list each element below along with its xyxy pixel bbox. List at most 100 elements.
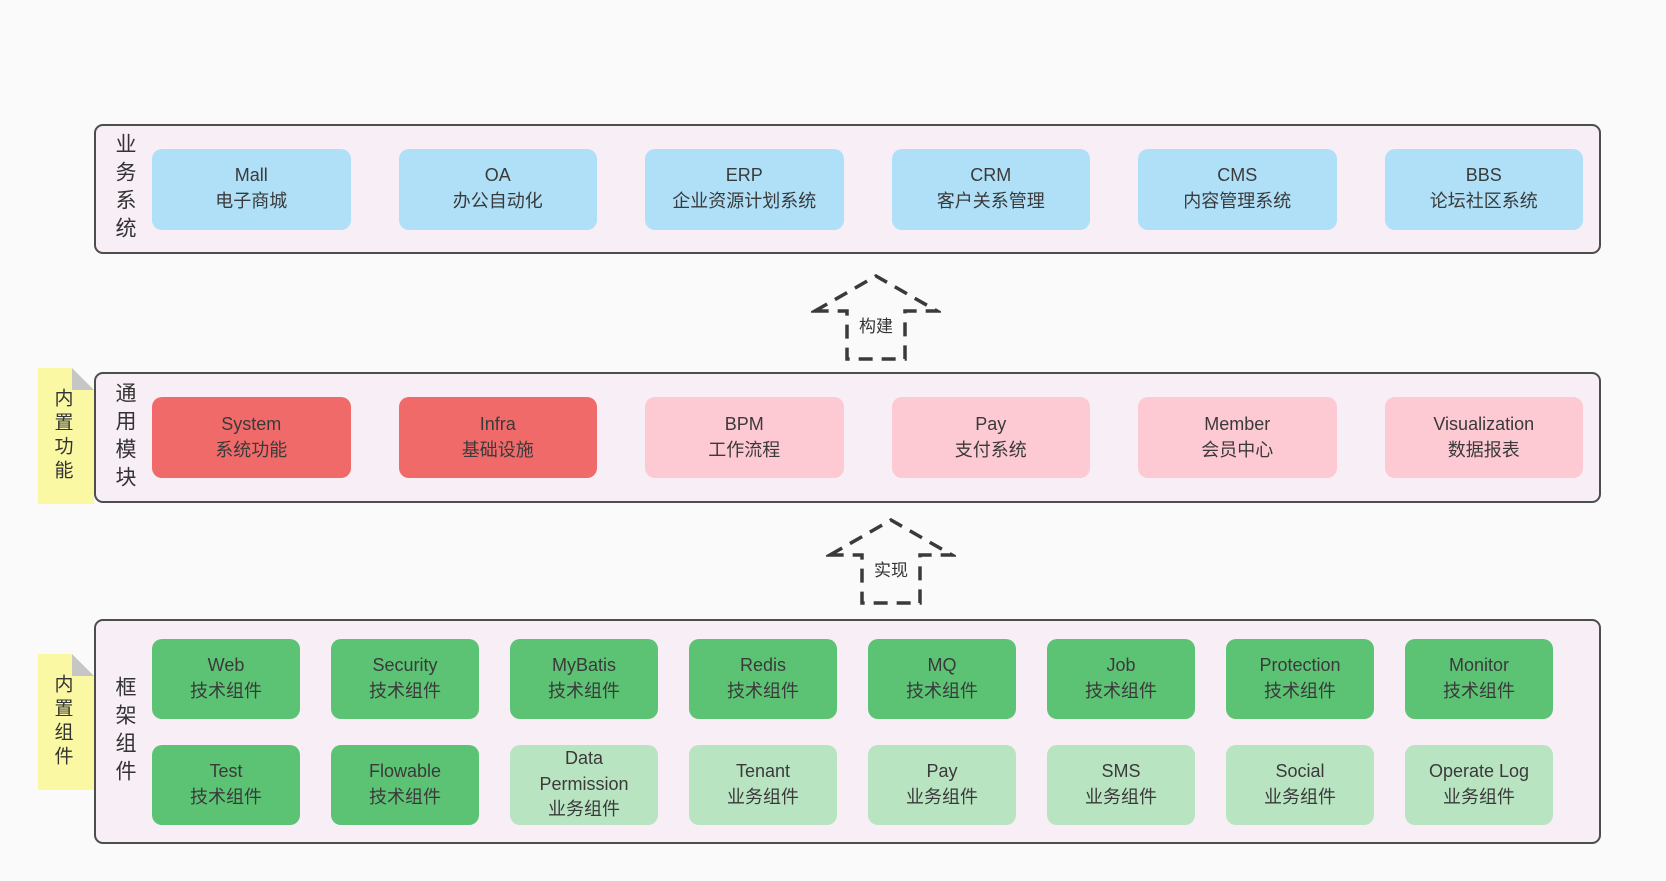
component-box-web: Web 技术组件 [152, 638, 300, 719]
box-title: System [221, 413, 282, 434]
box-subtitle: 会员中心 [1201, 439, 1274, 460]
system-box-oa: OA 办公自动化 [398, 148, 597, 230]
box-title: Web [207, 654, 245, 675]
box-title: CRM [970, 165, 1012, 186]
box-subtitle: 内容管理系统 [1183, 191, 1292, 211]
note-text: 内置组件 [51, 674, 73, 770]
sticky-note-built-in-components: 内置组件 [38, 654, 94, 790]
box-title: Mall [234, 165, 268, 186]
box-subtitle: 业务组件 [727, 786, 799, 807]
box-title: Job [1106, 654, 1136, 675]
box-title: Protection [1259, 654, 1341, 675]
box-subtitle: 技术组件 [727, 680, 799, 701]
component-box-tenant: Tenant 业务组件 [689, 744, 837, 825]
box-title: BBS [1465, 165, 1502, 186]
component-box-protection: Protection 技术组件 [1226, 638, 1374, 719]
box-title: OA [484, 165, 511, 186]
note-fold-icon [72, 368, 94, 390]
box-title: Operate Log [1428, 760, 1530, 781]
business-boxes-row: Mall 电子商城 OA 办公自动化 ERP 企业资源计划系统 CRM 客户关系… [152, 148, 1599, 230]
box-subtitle: 技术组件 [548, 680, 620, 701]
box-subtitle: 技术组件 [1264, 680, 1336, 701]
band-side-label: 通用模块 [113, 381, 136, 494]
box-title: Pay [926, 760, 958, 781]
module-box-infra: Infra 基础设施 [398, 397, 597, 478]
arrow-label: 实现 [870, 555, 912, 582]
box-subtitle: 技术组件 [1443, 680, 1515, 701]
component-box-mq: MQ 技术组件 [868, 638, 1016, 719]
band-framework-components: 框架组件 Web 技术组件 Security 技术组件 MyBatis 技术组件… [94, 619, 1601, 844]
system-box-bbs: BBS 论坛社区系统 [1384, 148, 1583, 230]
box-subtitle: 论坛社区系统 [1429, 191, 1538, 211]
band-business-systems: 业务系统 Mall 电子商城 OA 办公自动化 ERP 企业资源计划系统 CRM… [94, 124, 1601, 254]
component-boxes-grid: Web 技术组件 Security 技术组件 MyBatis 技术组件 Redi… [152, 638, 1599, 825]
box-subtitle: 技术组件 [369, 786, 441, 807]
box-subtitle: 技术组件 [906, 680, 978, 701]
component-box-pay: Pay 业务组件 [868, 744, 1016, 825]
component-box-social: Social 业务组件 [1226, 744, 1374, 825]
box-subtitle: 电子商城 [215, 191, 288, 211]
box-subtitle: 基础设施 [461, 439, 534, 460]
note-text: 内置功能 [51, 388, 73, 484]
box-subtitle: 客户关系管理 [936, 191, 1045, 211]
module-boxes-row: System 系统功能 Infra 基础设施 BPM 工作流程 Pay 支付系统… [152, 397, 1599, 478]
box-subtitle: 数据报表 [1447, 439, 1520, 460]
box-subtitle: 企业资源计划系统 [672, 191, 817, 211]
box-subtitle: 业务组件 [1264, 786, 1336, 807]
dashed-arrow-implement: 实现 [826, 515, 956, 607]
box-subtitle: 技术组件 [1085, 680, 1157, 701]
box-title: CMS [1217, 165, 1258, 186]
system-box-crm: CRM 客户关系管理 [891, 148, 1090, 230]
box-title: Monitor [1448, 654, 1510, 675]
system-box-mall: Mall 电子商城 [152, 148, 351, 230]
module-box-member: Member 会员中心 [1138, 397, 1337, 478]
system-box-cms: CMS 内容管理系统 [1138, 148, 1337, 230]
module-box-system: System 系统功能 [152, 397, 351, 478]
box-subtitle: 技术组件 [190, 680, 262, 701]
dashed-arrow-build: 构建 [811, 271, 941, 363]
component-box-security: Security 技术组件 [331, 638, 479, 719]
component-box-operate-log: Operate Log 业务组件 [1405, 744, 1553, 825]
box-title: Security [372, 654, 438, 675]
box-title: Visualization [1433, 413, 1535, 434]
box-title: BPM [724, 413, 764, 434]
box-subtitle: 业务组件 [1085, 786, 1157, 807]
box-title: SMS [1101, 760, 1141, 781]
arrow-label: 构建 [855, 311, 897, 338]
component-box-flowable: Flowable 技术组件 [331, 744, 479, 825]
box-subtitle: 业务组件 [548, 799, 620, 820]
module-box-pay: Pay 支付系统 [891, 397, 1090, 478]
component-box-data-permission: Data Permission 业务组件 [510, 744, 658, 825]
module-box-visualization: Visualization 数据报表 [1384, 397, 1583, 478]
box-title: Flowable [368, 760, 442, 781]
box-title: Tenant [735, 760, 791, 781]
box-title: Social [1275, 760, 1325, 781]
box-subtitle: 技术组件 [369, 680, 441, 701]
box-subtitle: 工作流程 [708, 439, 781, 460]
sticky-note-built-in-functions: 内置功能 [38, 368, 94, 504]
system-box-erp: ERP 企业资源计划系统 [645, 148, 844, 230]
box-subtitle: 技术组件 [190, 786, 262, 807]
component-row-1: Web 技术组件 Security 技术组件 MyBatis 技术组件 Redi… [152, 638, 1553, 719]
box-title: Member [1204, 413, 1271, 434]
box-title: Redis [739, 654, 787, 675]
component-box-monitor: Monitor 技术组件 [1405, 638, 1553, 719]
box-title: Test [209, 760, 243, 781]
component-box-mybatis: MyBatis 技术组件 [510, 638, 658, 719]
band-side-label: 业务系统 [113, 133, 136, 245]
box-title: Infra [479, 413, 516, 434]
component-box-test: Test 技术组件 [152, 744, 300, 825]
box-title: MyBatis [551, 654, 616, 675]
component-box-redis: Redis 技术组件 [689, 638, 837, 719]
box-title: Pay [975, 413, 1007, 434]
component-row-2: Test 技术组件 Flowable 技术组件 Data Permission … [152, 744, 1553, 825]
box-subtitle: 业务组件 [906, 786, 978, 807]
component-box-job: Job 技术组件 [1047, 638, 1195, 719]
band-side-label: 框架组件 [113, 675, 136, 788]
component-box-sms: SMS 业务组件 [1047, 744, 1195, 825]
box-title: MQ [927, 654, 957, 675]
box-title: Data Permission [539, 748, 629, 794]
box-subtitle: 业务组件 [1443, 786, 1515, 807]
box-title: ERP [725, 165, 763, 186]
